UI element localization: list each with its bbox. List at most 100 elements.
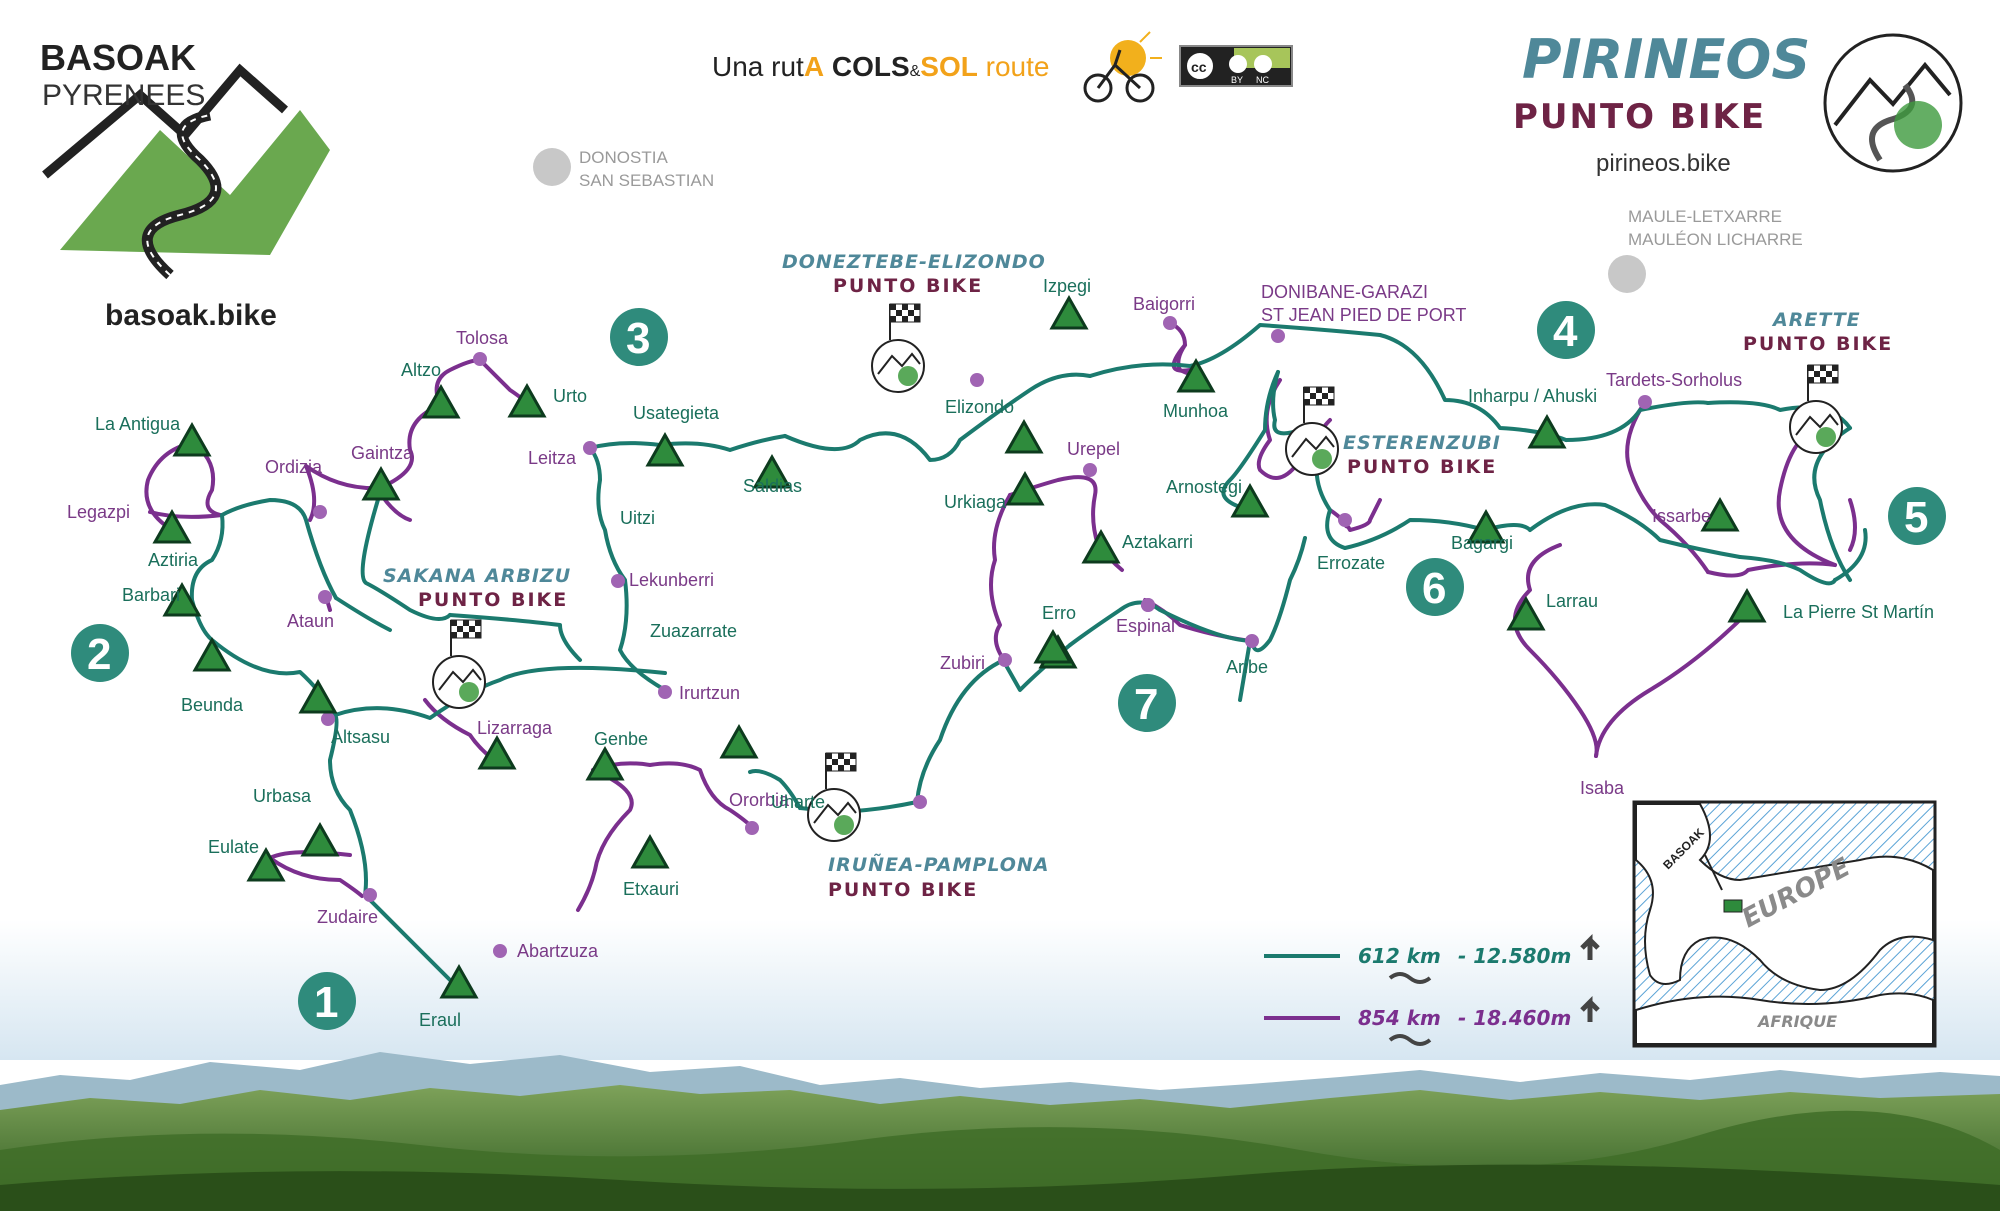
hub-doneztebe-label: PUNTO BIKE — [833, 275, 983, 297]
tagline-sol: SOL — [920, 51, 978, 82]
svg-text:5: 5 — [1904, 493, 1928, 542]
stage-numbers: 1 2 3 4 5 6 7 — [71, 301, 1946, 1030]
place-labels: La AntiguaLegazpiAztiriaBarbariBeundaOrd… — [67, 276, 1934, 1030]
place-label: Ordizia — [265, 457, 323, 477]
place-label: Aztakarri — [1122, 532, 1193, 552]
city-donostia: DONOSTIA SAN SEBASTIAN — [533, 148, 714, 190]
place-label: DONIBANE-GARAZI — [1261, 282, 1428, 302]
pirineos-brand[interactable]: PIRINEOS PUNTO BIKE pirineos.bike — [1513, 28, 1963, 177]
svg-text:SAN SEBASTIAN: SAN SEBASTIAN — [579, 171, 714, 190]
punto-bike-hub-icon[interactable] — [1285, 386, 1339, 476]
logo-mountain — [60, 110, 330, 255]
stage-6: 6 — [1406, 558, 1464, 616]
place-label: Zuazarrate — [650, 621, 737, 641]
inset-afrique-label: AFRIQUE — [1756, 1012, 1837, 1031]
place-label: Urto — [553, 386, 587, 406]
place-label: Ataun — [287, 611, 334, 631]
purple-waypoints — [313, 316, 1652, 958]
place-label: Uharte — [771, 792, 825, 812]
place-label: Inharpu / Ahuski — [1468, 386, 1597, 406]
place-label: Urkiaga — [944, 492, 1007, 512]
peak-icon — [1466, 508, 1506, 544]
peak-icon — [298, 678, 338, 714]
place-label: Bagargi — [1451, 533, 1513, 553]
cc-icon: cc — [1191, 59, 1207, 75]
hub-sakana-label: PUNTO BIKE — [418, 589, 568, 611]
stage-2: 2 — [71, 624, 129, 682]
punto-bike-hub-icon[interactable] — [871, 303, 925, 393]
svg-text:1: 1 — [314, 978, 338, 1027]
peak-icon — [1081, 528, 1121, 564]
hub-sakana-name: SAKANA ARBIZU — [383, 565, 571, 587]
legend-purple-elevation: - 18.460m — [1458, 1006, 1571, 1030]
by-label: BY — [1231, 75, 1243, 85]
teal-route[interactable] — [189, 323, 1868, 987]
stage-1: 1 — [298, 972, 356, 1030]
peak-icon — [1005, 470, 1045, 506]
basoak-location-marker — [1723, 899, 1743, 913]
land-europe — [1635, 803, 1934, 992]
place-label: Errozate — [1317, 553, 1385, 573]
place-label: Tolosa — [456, 328, 509, 348]
place-label: Uitzi — [620, 508, 655, 528]
place-label: Larrau — [1546, 591, 1598, 611]
punto-bike-hub-icon[interactable] — [432, 619, 486, 709]
legend-teal-distance: 612 km — [1358, 944, 1441, 968]
svg-text:7: 7 — [1134, 680, 1158, 729]
pointer-arrow — [1704, 854, 1723, 891]
place-label: Baigorri — [1133, 294, 1195, 314]
svg-text:3: 3 — [626, 314, 650, 363]
tagline: Una rutA COLS&SOL route cc BY NC — [712, 31, 1293, 103]
place-label: Eulate — [208, 837, 259, 857]
peak-icon — [162, 581, 202, 617]
peak-icon — [1700, 496, 1740, 532]
distance-arrow-icon — [1388, 972, 1432, 984]
elevation-arrow-icon — [1580, 933, 1600, 960]
tagline-amp: & — [910, 63, 921, 80]
svg-text:MAULÉON LICHARRE: MAULÉON LICHARRE — [1628, 230, 1803, 249]
place-label: Gaintza — [351, 443, 414, 463]
stage-7: 7 — [1118, 674, 1176, 732]
place-label: Zubiri — [940, 653, 985, 673]
place-label: Beunda — [181, 695, 244, 715]
punto-bike-hub-icon[interactable] — [1789, 364, 1843, 454]
place-label: Issarbe — [1652, 506, 1711, 526]
place-label: Arnostegi — [1166, 477, 1242, 497]
peak-icon — [719, 723, 759, 759]
place-label: Altzo — [401, 360, 441, 380]
peak-icon — [477, 734, 517, 770]
stage-4: 4 — [1537, 301, 1595, 359]
svg-text:4: 4 — [1553, 307, 1578, 356]
peak-icon — [1527, 413, 1567, 449]
place-label: Usategieta — [633, 403, 720, 423]
basoak-logo[interactable]: BASOAK PYRENEES basoak.bike — [40, 37, 330, 332]
peak-icon — [1230, 482, 1270, 518]
place-label: Genbe — [594, 729, 648, 749]
place-label: Urbasa — [253, 786, 312, 806]
logo-url[interactable]: basoak.bike — [105, 299, 277, 332]
peak-icon — [421, 383, 461, 419]
place-label: Aribe — [1226, 657, 1268, 677]
inset-europe-map[interactable]: BASOAK EUROPE AFRIQUE — [1632, 800, 1937, 1048]
peak-icon — [300, 821, 340, 857]
hub-esterenzubi-label: PUNTO BIKE — [1347, 456, 1497, 478]
place-label: Irurtzun — [679, 683, 740, 703]
peak-icon — [1033, 628, 1073, 664]
peak-icon — [752, 453, 792, 489]
peak-icon — [1176, 357, 1216, 393]
place-label: Munhoa — [1163, 401, 1229, 421]
peak-icon — [645, 431, 685, 467]
place-label: Leitza — [528, 448, 577, 468]
hub-esterenzubi-name: ESTERENZUBI — [1343, 432, 1501, 454]
brand-url[interactable]: pirineos.bike — [1596, 150, 1731, 177]
place-label: Elizondo — [945, 397, 1014, 417]
elevation-arrow-icon — [1580, 995, 1600, 1022]
cc-license-badge[interactable]: cc BY NC — [1179, 45, 1293, 87]
punto-bike-hubs[interactable]: SAKANA ARBIZU PUNTO BIKE DONEZTEBE-ELIZO… — [383, 251, 1893, 901]
punto-bike-hub-icon[interactable] — [807, 752, 861, 842]
place-label: Abartzuza — [517, 941, 599, 961]
svg-text:Una rutA COLS&SOL route: Una rutA COLS&SOL route — [712, 51, 1049, 82]
place-label: Espinal — [1116, 616, 1175, 636]
